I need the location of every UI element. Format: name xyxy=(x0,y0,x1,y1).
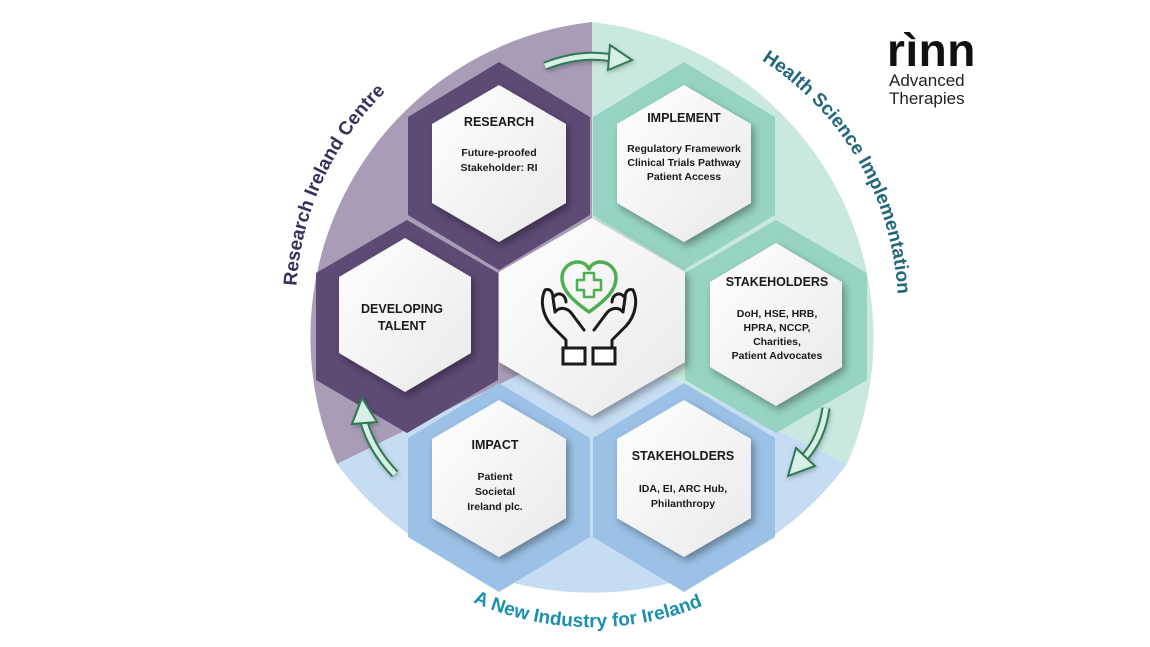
arrow-right xyxy=(786,407,831,478)
stakeholders-right-line-3: Charities, xyxy=(753,336,801,348)
stakeholders-right-line-2: HPRA, NCCP, xyxy=(744,322,811,334)
left-cuff xyxy=(561,346,587,366)
stakeholders-right-line-1: DoH, HSE, HRB, xyxy=(737,308,818,320)
arc-label-industry: A New Industry for Ireland xyxy=(471,587,705,632)
research-line-1: Future-proofed xyxy=(461,147,536,159)
hex-implement xyxy=(617,85,751,242)
logo-brand: rìnn xyxy=(887,24,976,76)
right-hand xyxy=(592,288,638,352)
hex-texts: RESEARCH Future-proofed Stakeholder: RI … xyxy=(361,111,828,513)
hex-impact xyxy=(432,400,566,557)
implement-line-1: Regulatory Framework xyxy=(627,143,741,155)
hex-stakeholders-bottom xyxy=(617,400,751,557)
stakeholders-bottom-title: STAKEHOLDERS xyxy=(632,449,735,463)
hex-developing xyxy=(339,238,471,392)
cross-shape xyxy=(575,271,603,299)
stakeholders-right-line-4: Patient Advocates xyxy=(732,350,823,362)
hexes xyxy=(339,85,842,557)
implement-title: IMPLEMENT xyxy=(647,111,721,125)
developing-title-2: TALENT xyxy=(378,319,427,333)
implement-line-2: Clinical Trials Pathway xyxy=(627,157,740,169)
arrow-top xyxy=(543,43,635,72)
rinn-logo: rìnn Advanced Therapies xyxy=(887,24,1057,108)
arrow-left xyxy=(350,395,399,478)
research-line-2: Stakeholder: RI xyxy=(460,162,537,174)
impact-line-3: Ireland plc. xyxy=(467,501,523,513)
stakeholders-bottom-line-2: Philanthropy xyxy=(651,498,715,510)
stakeholders-bottom-line-1: IDA, EI, ARC Hub, xyxy=(639,483,727,495)
right-cuff xyxy=(591,346,617,366)
impact-title: IMPACT xyxy=(472,438,519,452)
hex-research xyxy=(432,85,566,242)
impact-line-1: Patient xyxy=(477,471,513,483)
stakeholders-right-title: STAKEHOLDERS xyxy=(726,275,829,289)
logo-line-2: Therapies xyxy=(889,89,965,108)
logo-line-1: Advanced xyxy=(889,71,965,90)
research-title: RESEARCH xyxy=(464,115,534,129)
hex-stakeholders-right xyxy=(710,243,842,406)
hands-heart-cross-icon xyxy=(540,260,638,366)
heart-shape xyxy=(560,260,618,314)
left-hand xyxy=(540,288,586,352)
developing-title-1: DEVELOPING xyxy=(361,302,443,316)
impact-line-2: Societal xyxy=(475,486,515,498)
implement-line-3: Patient Access xyxy=(647,171,721,183)
cycle-arrows xyxy=(350,43,831,478)
hex-center xyxy=(499,218,685,416)
